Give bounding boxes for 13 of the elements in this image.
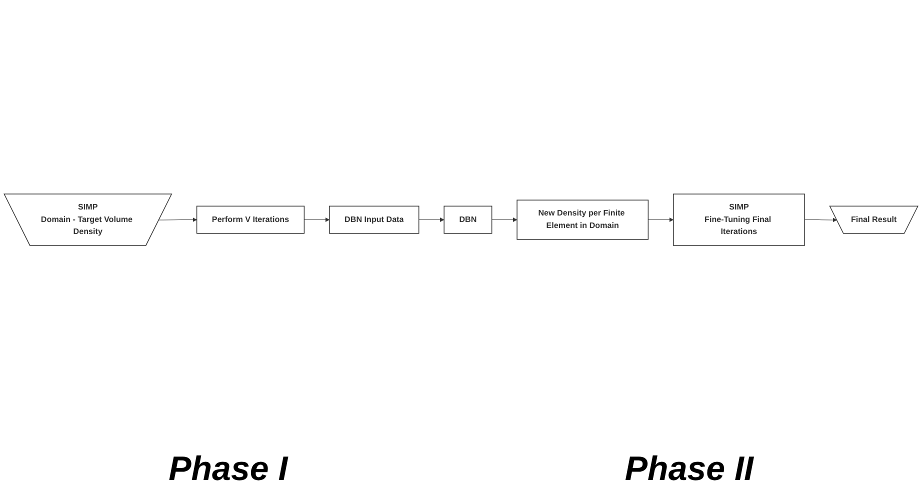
- node-box: SIMP Fine-Tuning Final Iterations: [673, 193, 805, 246]
- node-box: DBN: [444, 206, 492, 234]
- arrow: [158, 217, 197, 222]
- node-box: DBN Input Data: [329, 206, 420, 234]
- phase-label: Phase II: [624, 450, 754, 488]
- arrow: [492, 217, 518, 222]
- node-box: New Density per Finite Element in Domain: [516, 199, 649, 240]
- arrow: [304, 217, 330, 222]
- arrow: [804, 217, 838, 222]
- node-box: Perform V Iterations: [196, 206, 305, 234]
- arrow: [418, 217, 444, 222]
- arrow: [648, 217, 674, 222]
- phase-label: Phase I: [168, 450, 288, 488]
